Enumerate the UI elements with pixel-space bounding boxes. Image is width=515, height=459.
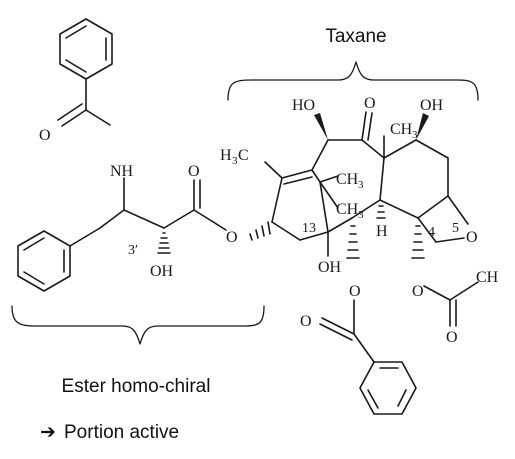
bond-c15-me-a — [319, 175, 339, 183]
bond-c4-c3 — [379, 199, 419, 219]
wedge-c10-oh — [314, 113, 328, 140]
label-oh-c1: OH — [318, 259, 342, 276]
bond-c12-c11-b — [283, 176, 313, 185]
label-h3c-c: C — [238, 147, 249, 164]
locant-4: 4 — [428, 225, 435, 240]
bond-c5-c4 — [417, 195, 449, 219]
bond-amide-co-2 — [57, 103, 83, 121]
bond-c8-c3 — [379, 157, 385, 201]
brace-taxane — [227, 61, 479, 101]
hashed-c4-oac — [411, 225, 425, 259]
bond-c2-c1 — [327, 217, 353, 233]
label-oh-side-chain: OH — [150, 263, 174, 280]
label-ch3-gem-a-sub: 3 — [358, 179, 364, 191]
bond-c13-c12 — [271, 177, 283, 223]
phenyl-inner-3 — [23, 271, 45, 285]
bond-c9-o-1 — [361, 111, 367, 141]
label-o-acetate: O — [412, 283, 424, 300]
label-o-benzoate: O — [349, 283, 361, 300]
label-nh: NH — [110, 163, 134, 180]
bond-c3prime-c2prime — [123, 209, 165, 229]
bond-ester-o-link — [193, 209, 227, 231]
bond-c4-c20 — [417, 217, 437, 243]
label-o-ester-carbonyl: O — [188, 163, 200, 180]
phenyl-ring-c3prime — [17, 230, 71, 292]
bond-c11-c10 — [311, 139, 329, 171]
benzoyl-phenyl-inner-bond-3 — [65, 59, 87, 73]
bond-c20-o-oxetane — [435, 237, 465, 243]
label-h3c-sub: 3 — [232, 155, 238, 167]
locant-3prime: 3′ — [128, 243, 138, 258]
label-ho-c10: HO — [292, 97, 315, 114]
arrow-icon: ➔ — [40, 422, 56, 443]
label-ch-acetate: CH — [476, 269, 499, 286]
bond-c15-c1 — [319, 181, 329, 233]
locant-13: 13 — [302, 221, 316, 236]
caption-taxane: Taxane — [325, 26, 386, 47]
bond-c3prime-branch — [99, 209, 125, 229]
bond-c11-c15 — [311, 169, 321, 183]
bond-c7-c6 — [415, 139, 449, 159]
locant-5: 5 — [452, 221, 459, 236]
hashed-c2-obz — [346, 225, 360, 259]
wedge-c7-oh — [416, 113, 429, 140]
hashed-wedge-c13-o — [249, 221, 271, 241]
label-ch3-gem-b: CH — [336, 201, 359, 218]
bond-c2prime-c1prime — [163, 209, 195, 229]
caption-ester-homo-chiral: Ester homo-chiral — [62, 376, 211, 397]
benzoyl-phenyl-ring — [59, 18, 113, 80]
label-o-amide: O — [39, 127, 51, 144]
label-o-benzoate-carbonyl: O — [300, 313, 312, 330]
label-ch3-c8-sub: 3 — [412, 129, 418, 141]
label-ch3-gem-b-sub: 3 — [358, 209, 364, 221]
bond-c3-c2 — [351, 199, 381, 219]
benzoate-phenyl-ring — [359, 361, 417, 415]
bond-c12-c11-a — [281, 169, 313, 179]
benzoyl-phenyl-inner-bonds — [65, 25, 87, 39]
bond-phenyl-to-c3prime — [69, 227, 101, 247]
phenyl-inner-1 — [23, 237, 45, 251]
bond-c15-me-b — [319, 181, 339, 209]
brace-ester — [11, 305, 265, 345]
label-o-c9: O — [364, 95, 376, 112]
bond-oac-o-c — [423, 285, 451, 301]
bond-benzoate-co-2 — [319, 323, 353, 341]
label-o-ester-link: O — [226, 229, 238, 246]
label-o-acetate-carbonyl: O — [446, 329, 458, 346]
label-h3c-h: H — [220, 147, 232, 164]
label-ch3-c8: CH — [390, 121, 413, 138]
bond-benzoate-co-1 — [321, 317, 355, 335]
hashed-c3-h — [376, 205, 386, 219]
label-o-oxetane: O — [466, 229, 478, 246]
bond-acetate-c-ch — [449, 281, 479, 301]
bond-c12-methyl — [264, 161, 283, 179]
bond-c8-c7 — [383, 139, 417, 159]
bond-c5-o-oxetane — [447, 195, 469, 225]
caption-portion-active: Portion active — [64, 422, 179, 443]
hashed-wedge-c2prime-oh — [157, 232, 171, 254]
bond-c9-o-2 — [367, 112, 373, 141]
bond-benzoate-c-ring — [353, 333, 375, 363]
benzoate-phenyl-inner-3 — [367, 389, 379, 409]
bond-c9-c8 — [361, 139, 385, 159]
label-ch3-gem-a: CH — [336, 171, 359, 188]
bond-c14-c1 — [299, 231, 329, 241]
bond-c13-c14 — [271, 221, 301, 241]
bond-amide-co-1 — [61, 109, 87, 127]
label-h-c3: H — [376, 223, 388, 240]
benzoate-phenyl-inner-2 — [397, 389, 407, 407]
bond-amide-cn — [85, 109, 111, 126]
label-oh-c7: OH — [420, 97, 444, 114]
